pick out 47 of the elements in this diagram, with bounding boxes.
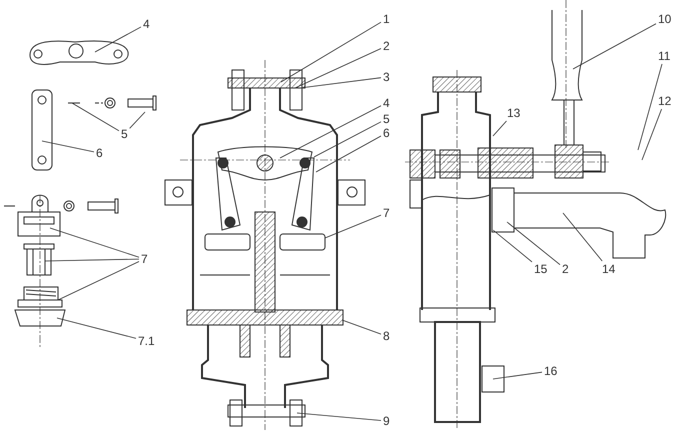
callout-number: 7.1 (136, 333, 157, 349)
leader-line (129, 112, 146, 129)
callout-number: 10 (656, 11, 673, 27)
callout-number: 13 (505, 105, 522, 121)
callout-number: 4 (381, 95, 392, 111)
leader-line (42, 140, 94, 152)
callout-number: 14 (600, 261, 618, 277)
leader-line (342, 320, 382, 334)
leader-line (94, 26, 142, 52)
leader-line (58, 261, 140, 300)
callout-number: 7 (381, 205, 392, 221)
callout-number: 11 (656, 48, 672, 64)
callout-number: 8 (381, 328, 392, 344)
callout-number: 5 (381, 111, 392, 127)
leader-line (492, 230, 532, 262)
callout-number: 3 (381, 69, 392, 85)
leader-line (294, 48, 382, 88)
callout-number: 16 (542, 363, 560, 379)
leader-line (316, 136, 382, 172)
leader-line (50, 228, 140, 258)
leader-line (300, 77, 382, 88)
leader-line (324, 214, 382, 238)
callout-number: 2 (381, 38, 392, 54)
callout-number: 6 (381, 125, 392, 141)
callout-number: 2 (560, 261, 571, 277)
leader-line (562, 212, 603, 262)
leader-line (506, 222, 560, 266)
leader-line (492, 372, 542, 380)
leader-line (280, 105, 382, 158)
leader-line (492, 120, 507, 136)
leader-line (280, 22, 382, 82)
leader-line (314, 121, 382, 158)
callout-number: 12 (656, 93, 673, 109)
leader-line (642, 108, 662, 160)
callout-number: 5 (119, 126, 130, 142)
callout-number: 7 (139, 251, 150, 267)
leader-line (572, 23, 656, 70)
leader-line (72, 102, 120, 132)
callout-number: 6 (94, 145, 105, 161)
leader-line (56, 318, 136, 339)
callout-number: 1 (381, 11, 392, 27)
callout-number: 15 (532, 261, 550, 277)
leader-line (296, 412, 382, 421)
callout-number: 9 (381, 413, 392, 429)
callout-number: 4 (141, 16, 152, 32)
leader-line (638, 64, 662, 150)
leader-line (44, 258, 140, 262)
